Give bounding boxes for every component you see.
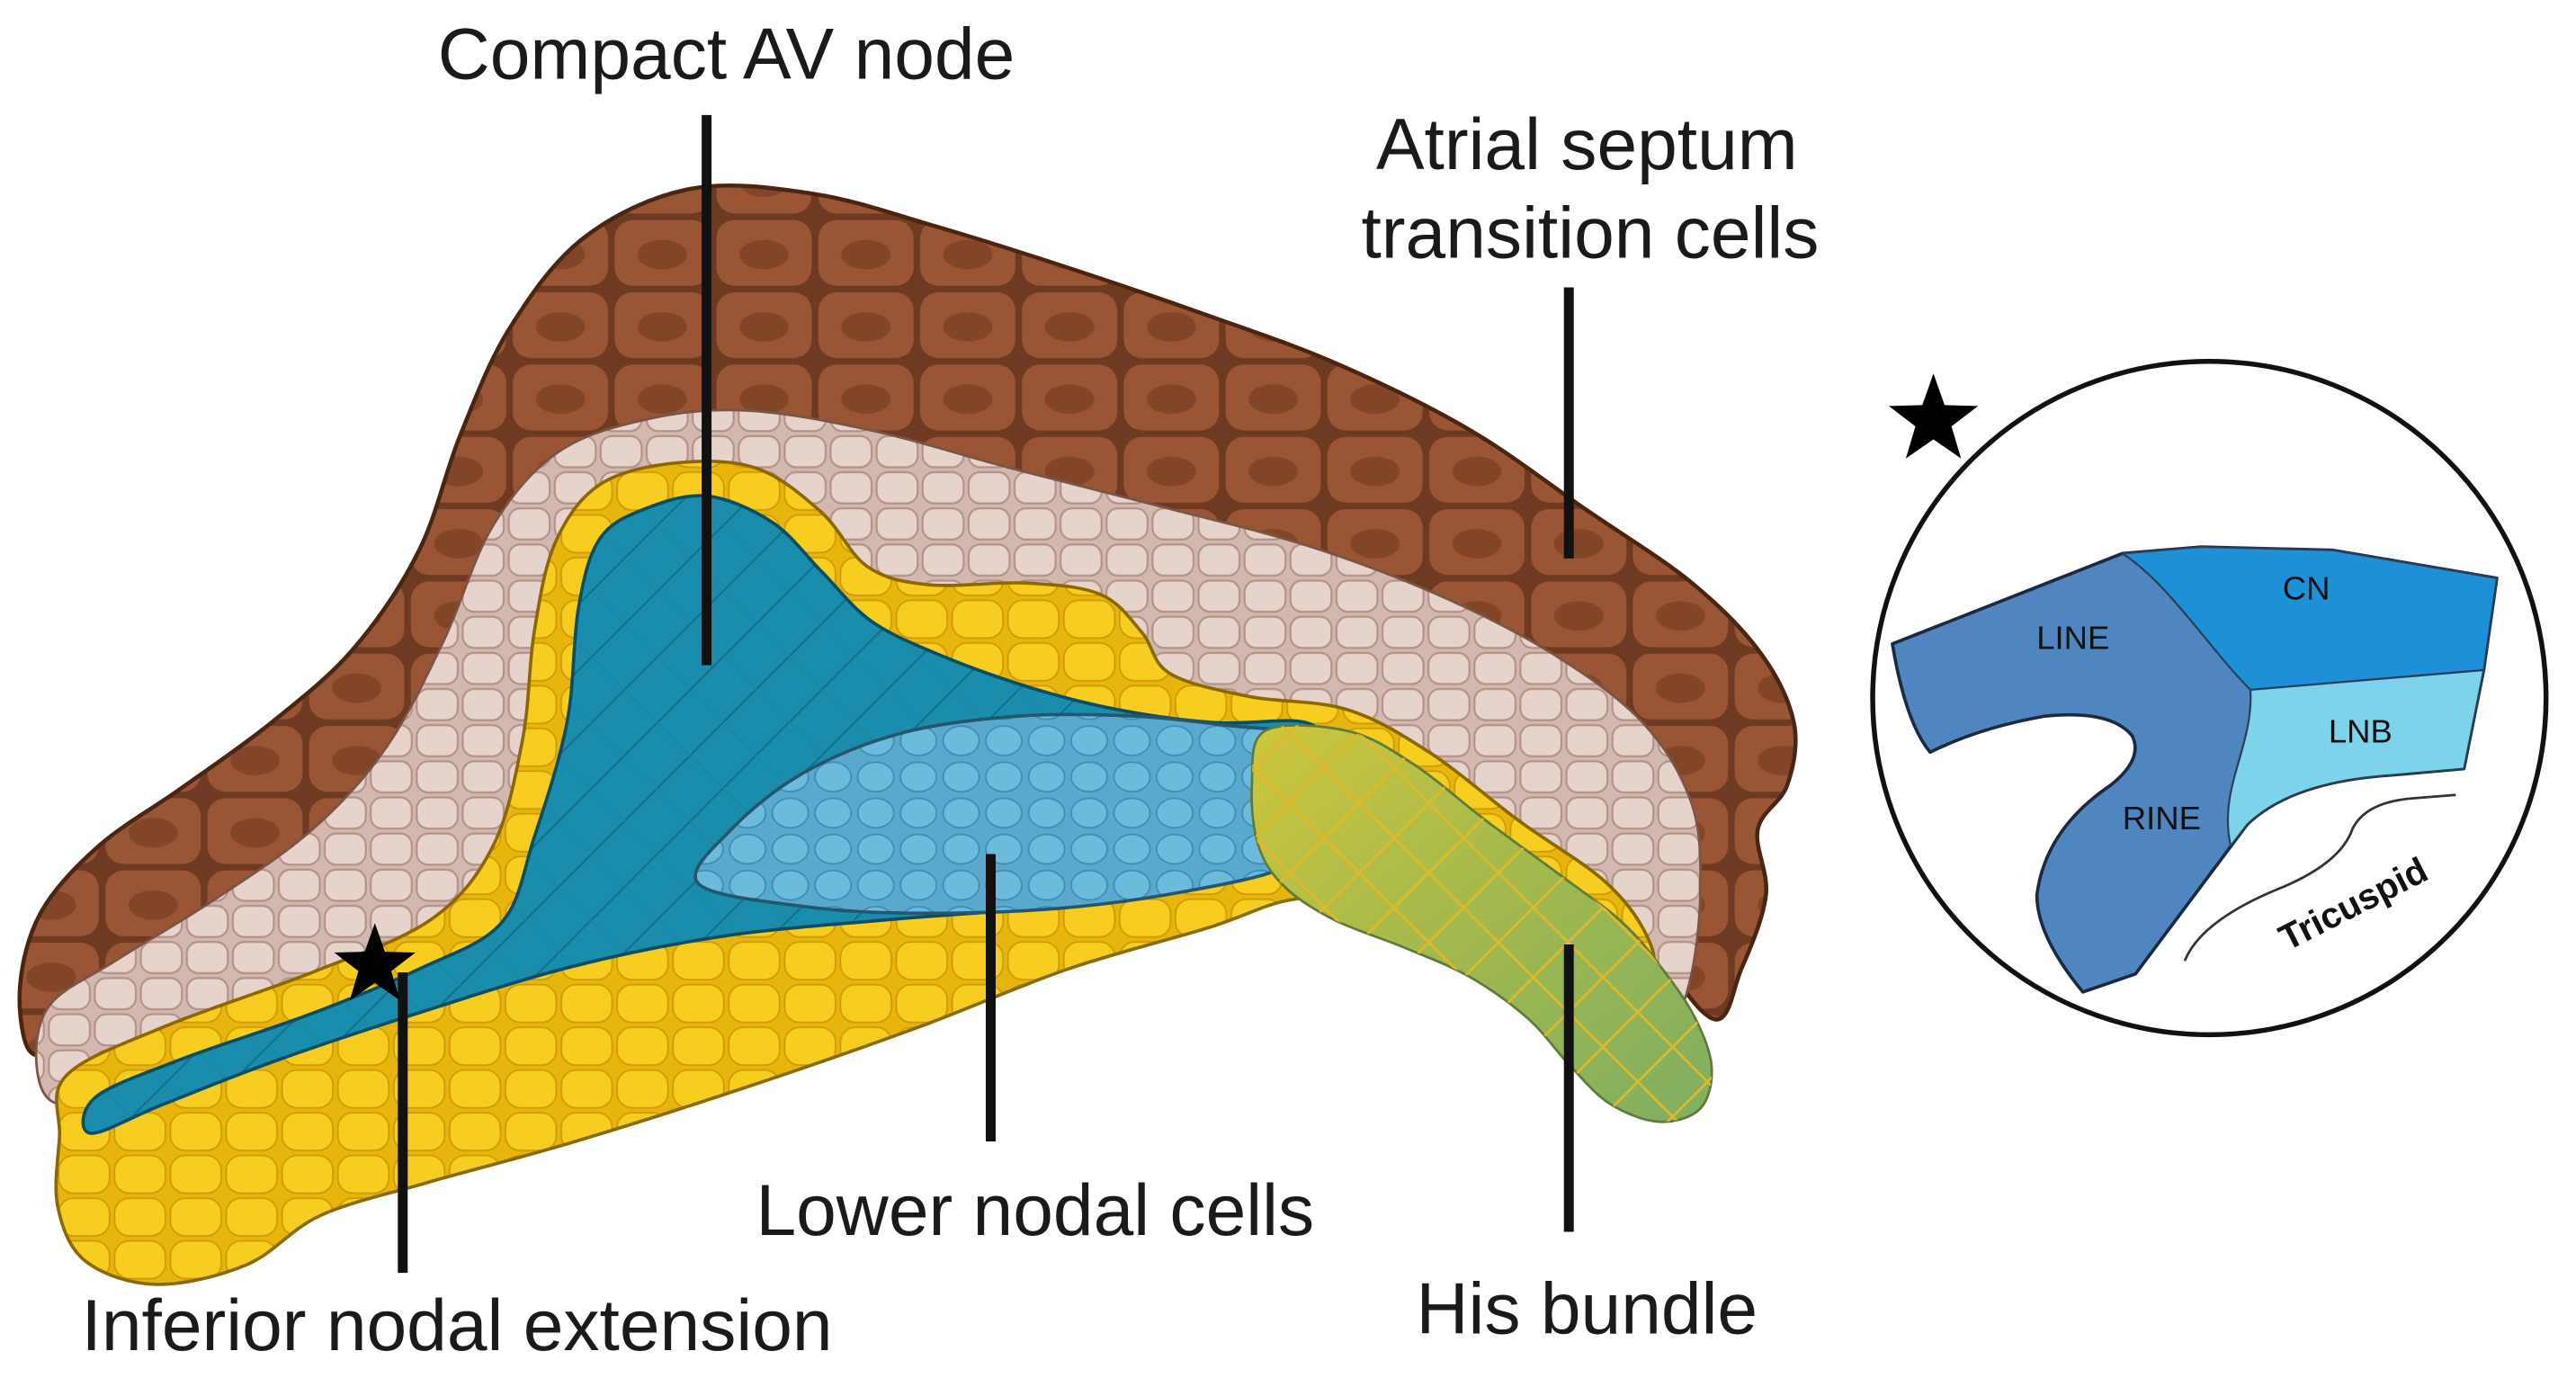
star-icon bbox=[334, 923, 416, 1001]
compact-av-node-label: Compact AV node bbox=[438, 14, 1015, 95]
inferior-nodal-extension-label: Inferior nodal extension bbox=[82, 1285, 833, 1366]
inset-lnb-label: LNB bbox=[2329, 712, 2393, 749]
his-bundle-label: His bundle bbox=[1417, 1269, 1758, 1350]
inset-cn-label: CN bbox=[2283, 569, 2330, 606]
lower-nodal-cells-label: Lower nodal cells bbox=[756, 1170, 1314, 1251]
compact-av-node-region bbox=[81, 494, 1329, 1135]
leader-lines bbox=[398, 114, 1574, 1274]
inset-lnb-region bbox=[2226, 668, 2485, 847]
his-bundle-crosshatch bbox=[1251, 725, 1713, 1123]
inset-rine-label: RINE bbox=[2123, 800, 2201, 837]
atrial-septum-label-line1: Atrial septum bbox=[1376, 104, 1798, 185]
inset-line-label: LINE bbox=[2036, 619, 2109, 656]
inset-cn-region bbox=[2121, 545, 2499, 692]
star-icon bbox=[1888, 373, 1979, 459]
av-node-illustration bbox=[17, 183, 1798, 1286]
diagram-labels: Compact AV node Atrial septum transition… bbox=[82, 14, 1820, 1366]
tricuspid-annulus-line bbox=[2183, 793, 2456, 962]
atrial-septum-label-line2: transition cells bbox=[1361, 193, 1819, 274]
inset-diagram: LINE CN LNB RINE Tricuspid bbox=[1870, 358, 2549, 1038]
